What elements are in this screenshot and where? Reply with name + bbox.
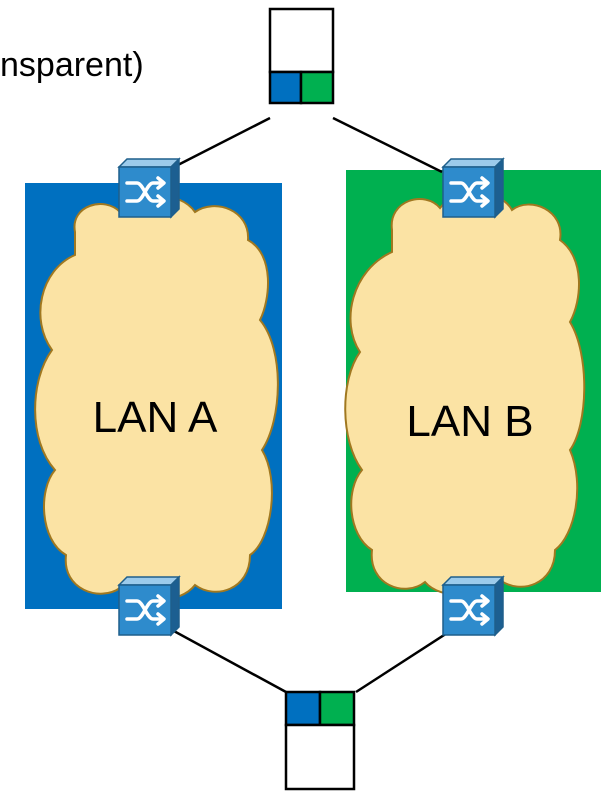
switch-icon: [441, 157, 505, 219]
port-a: [268, 70, 303, 105]
lan-a-label: LAN A: [93, 393, 218, 442]
dual-attached-node-icon: [268, 7, 335, 105]
cloud-icon: [344, 192, 586, 597]
link-bottom-from-switch-b: [355, 624, 459, 694]
links: [171, 116, 459, 694]
cloud-icon: [34, 194, 279, 602]
switch-icon: [441, 575, 505, 637]
switch-icon: [117, 157, 181, 219]
dual-attached-node-icon: [284, 690, 356, 791]
link-bottom-from-switch-a: [171, 628, 287, 694]
lan-b-label: LAN B: [406, 397, 533, 446]
link-top-to-switch-a: [171, 116, 271, 170]
partial-title: nsparent): [0, 46, 144, 84]
port-b: [318, 690, 356, 727]
port-a: [284, 690, 322, 727]
switch-icon: [117, 575, 181, 637]
link-top-to-switch-b: [332, 116, 443, 174]
port-b: [299, 70, 335, 105]
